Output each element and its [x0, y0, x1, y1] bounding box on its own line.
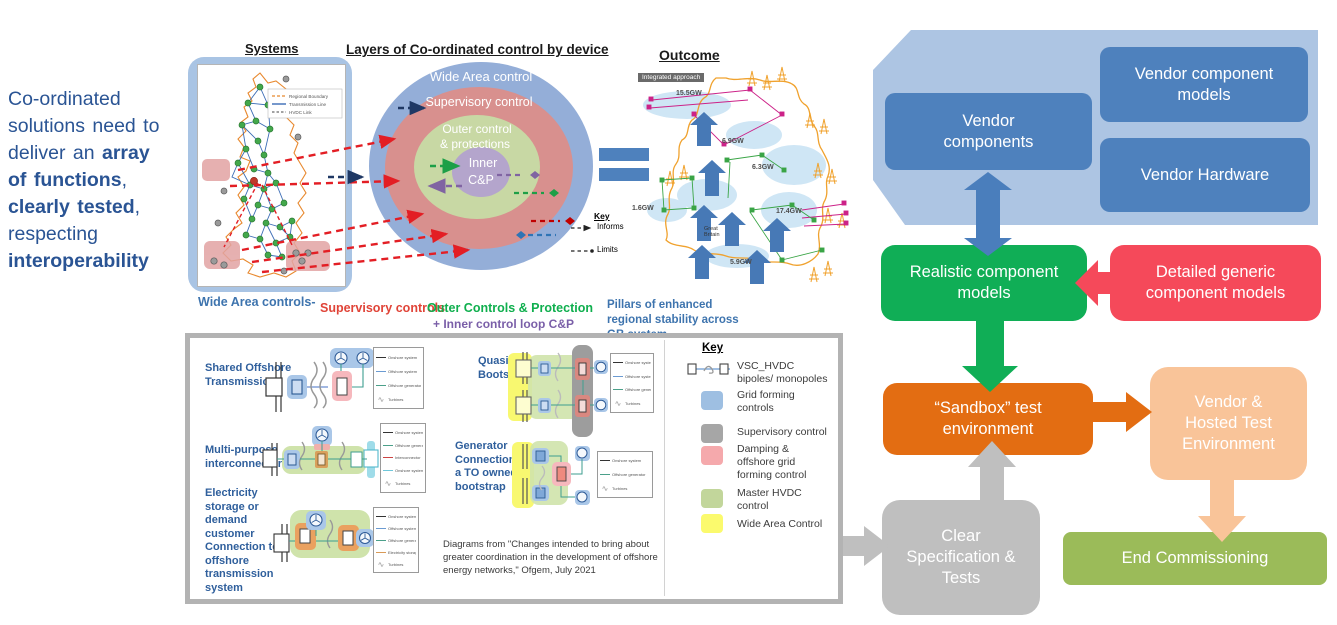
- vendor-components-box: Vendor components: [885, 93, 1092, 170]
- detailed-models-label: Detailed generic component models: [1145, 263, 1286, 302]
- systems-map: Regional Boundary Transmission Line HVDC…: [197, 64, 346, 287]
- gw-label-6: 1.6GW: [632, 205, 654, 212]
- inner-control-arrows: [427, 158, 575, 239]
- navy-informs-arrows: [328, 100, 427, 185]
- end-commissioning-box: End Commissioning: [1063, 532, 1327, 585]
- outcome-map-graphic: [643, 66, 849, 284]
- key-swatch-supervisory: [701, 424, 723, 443]
- gw-label-4: 17.4GW: [776, 208, 802, 215]
- gw-label-5: 5.9GW: [730, 259, 752, 266]
- realistic-models-label: Realistic component models: [909, 263, 1059, 302]
- arrow-realistic-to-sandbox: [962, 318, 1018, 392]
- gw-label-2: 6.9GW: [722, 138, 744, 145]
- heading-systems: Systems: [245, 41, 299, 56]
- circuit-diagrams: [262, 345, 608, 562]
- key-label-wide-area: Wide Area Control: [737, 518, 823, 530]
- key-label-damping: Damping & offshore grid forming control: [737, 443, 807, 481]
- great-britain-label: Great Britain: [704, 226, 720, 238]
- outcome-map: [632, 60, 862, 295]
- equals-bar-bottom: [599, 168, 649, 181]
- vendor-hardware-label: Vendor Hardware: [1140, 165, 1270, 184]
- scheme-shared-offshore: Shared Offshore Transmission: [205, 362, 292, 388]
- layers-key-arrows: [571, 224, 594, 253]
- clear-spec-box: Clear Specification & Tests: [882, 500, 1040, 615]
- hosted-test-label: Vendor & Hosted Test Environment: [1182, 393, 1275, 453]
- arrow-sandbox-to-hosted: [1090, 392, 1152, 432]
- layers-key-limits: Limits: [597, 245, 618, 254]
- key-label-supervisory: Supervisory control: [737, 426, 827, 438]
- legend-regional-boundary: Regional Boundary: [289, 94, 329, 99]
- integrated-approach-badge: Integrated approach: [638, 73, 705, 82]
- key-swatch-damping: [701, 446, 723, 465]
- detailed-models-box: Detailed generic component models: [1110, 245, 1321, 321]
- ring-label-outer-2: & protections: [439, 137, 511, 151]
- realistic-models-box: Realistic component models: [881, 245, 1087, 321]
- scheme-storage: Electricity storage or demand customer C…: [205, 487, 279, 594]
- key-swatch-grid-forming: [701, 391, 723, 410]
- vendor-hardware-box: Vendor Hardware: [1100, 138, 1310, 212]
- gb-coastline: [222, 72, 307, 278]
- legend-hvdc-link: HVDC Link: [289, 110, 312, 115]
- circuit-quasi-bootstrap: [508, 345, 608, 437]
- circuit-multipurpose: [262, 426, 379, 478]
- legend-transmission-line: Transmission Line: [289, 102, 327, 107]
- key-swatch-wide-area: [701, 514, 723, 533]
- key-label-grid-forming: Grid forming controls: [737, 389, 795, 414]
- clear-spec-label: Clear Specification & Tests: [906, 527, 1016, 587]
- key-divider: [664, 340, 665, 596]
- ring-label-inner-1: Inner: [468, 156, 498, 170]
- bottom-key-title: Key: [702, 342, 724, 354]
- gw-label-3: 6.3GW: [752, 164, 774, 171]
- layers-key-informs: Informs: [597, 222, 624, 231]
- green-links: [659, 152, 825, 263]
- layers-key-title: Key: [594, 211, 610, 221]
- circuit-storage: [273, 510, 374, 562]
- external-link-nodes: [210, 75, 312, 275]
- gb-coastline-outcome: [665, 77, 830, 266]
- hosted-test-box: Vendor & Hosted Test Environment: [1150, 367, 1307, 480]
- wind-farm-icons: [665, 66, 847, 283]
- ring-label-inner-2: C&P: [468, 173, 494, 187]
- end-commissioning-label: End Commissioning: [1121, 549, 1269, 567]
- risk-arrows: [223, 182, 293, 248]
- ring-label-outer-1: Outer control: [442, 122, 512, 136]
- citation-text: Diagrams from "Changes intended to bring…: [443, 539, 658, 576]
- key-label-vsc: VSC_HVDC bipoles/ monopoles: [737, 360, 828, 385]
- heading-outcome: Outcome: [659, 47, 720, 63]
- ring-inner-cp: [452, 147, 510, 197]
- vendor-component-models-label: Vendor component models: [1134, 64, 1274, 104]
- ring-label-wide-area: Wide Area control: [429, 69, 533, 84]
- systems-map-legend: Regional Boundary Transmission Line HVDC…: [267, 88, 343, 119]
- key-swatch-master-hvdc: [701, 489, 723, 508]
- dashed-arrows-overlay: [229, 100, 594, 274]
- caption-inner-loop: + Inner control loop C&P: [433, 317, 575, 331]
- heading-layers: Layers of Co-ordinated control by device: [346, 42, 609, 57]
- equals-bar-top: [599, 148, 649, 161]
- key-label-master-hvdc: Master HVDC control: [737, 487, 802, 512]
- sandbox-box: “Sandbox” test environment: [883, 383, 1093, 455]
- red-informs-arrows: [229, 134, 471, 274]
- caption-outer-controls: Outer Controls & Protection: [427, 301, 593, 315]
- pillar-arrows: [688, 112, 791, 284]
- circuit-shared-offshore: [265, 348, 374, 412]
- caption-supervisory: Supervisory controls: [320, 301, 446, 315]
- vendor-components-label: Vendor components: [943, 111, 1034, 151]
- scheme-generator-connection: Generator Connection to a TO owned boots…: [455, 440, 529, 493]
- gw-label-1: 15.5GW: [676, 90, 702, 97]
- vendor-component-models-box: Vendor component models: [1100, 47, 1308, 122]
- caption-wide-area: Wide Area controls-: [198, 295, 316, 309]
- circuit-generator-connection: [512, 441, 590, 508]
- ring-label-supervisory: Supervisory control: [425, 95, 533, 109]
- sandbox-label: “Sandbox” test environment: [934, 399, 1042, 438]
- vsc-hvdc-symbol-icon: [687, 363, 730, 375]
